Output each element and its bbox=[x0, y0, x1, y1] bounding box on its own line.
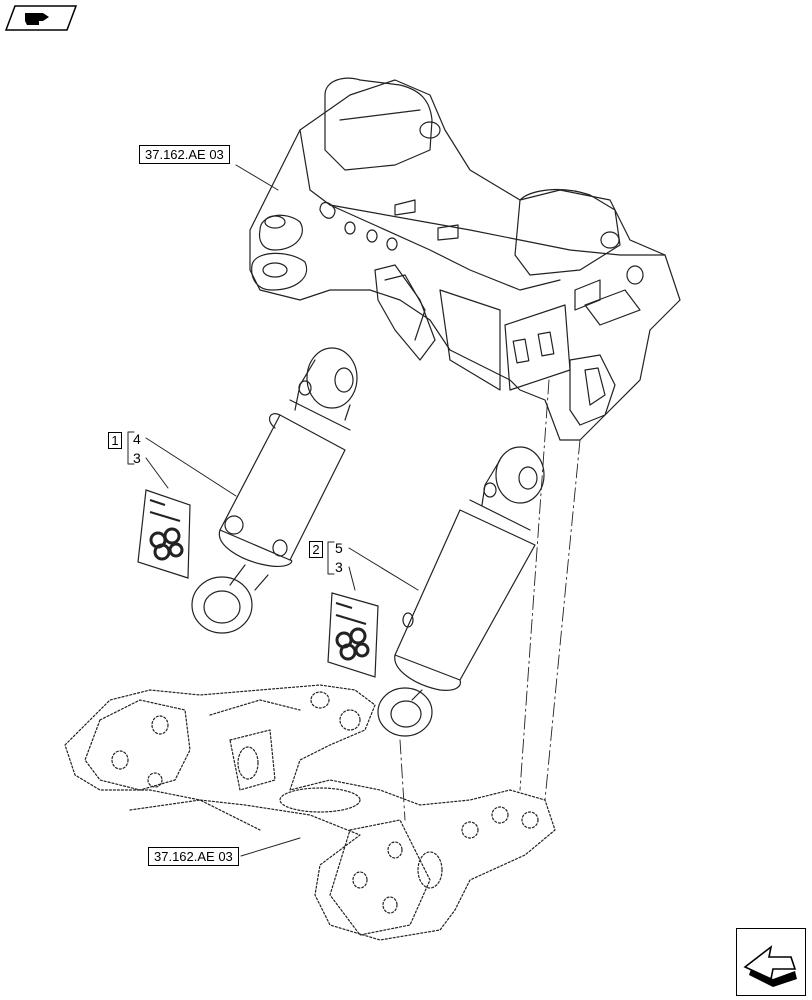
next-page-arrow-button[interactable] bbox=[736, 928, 806, 996]
lower-frame-assembly bbox=[64, 684, 556, 941]
upper-frame-assembly bbox=[249, 77, 681, 441]
item-number-box-2[interactable]: 2 bbox=[309, 541, 323, 558]
part-number-5: 5 bbox=[335, 540, 343, 556]
alignment-lines bbox=[399, 379, 581, 821]
reference-label-lower-frame[interactable]: 37.162.AE 03 bbox=[148, 847, 239, 866]
part-number-3-group1: 3 bbox=[133, 450, 141, 466]
part-number-3-group2: 3 bbox=[335, 559, 343, 575]
reference-label-upper-frame[interactable]: 37.162.AE 03 bbox=[139, 145, 230, 164]
seal-kit-bag-1 bbox=[137, 489, 191, 579]
next-page-arrow-icon bbox=[743, 945, 797, 987]
item-number-box-1[interactable]: 1 bbox=[108, 432, 122, 449]
hand-pointer-icon[interactable] bbox=[5, 5, 77, 31]
leader-lines bbox=[145, 164, 419, 857]
callout-brackets bbox=[127, 431, 335, 575]
hydraulic-cylinder-1 bbox=[191, 347, 358, 634]
part-number-4: 4 bbox=[133, 431, 141, 447]
seal-kit-bag-2 bbox=[327, 592, 379, 678]
hydraulic-cylinder-2 bbox=[377, 446, 545, 737]
